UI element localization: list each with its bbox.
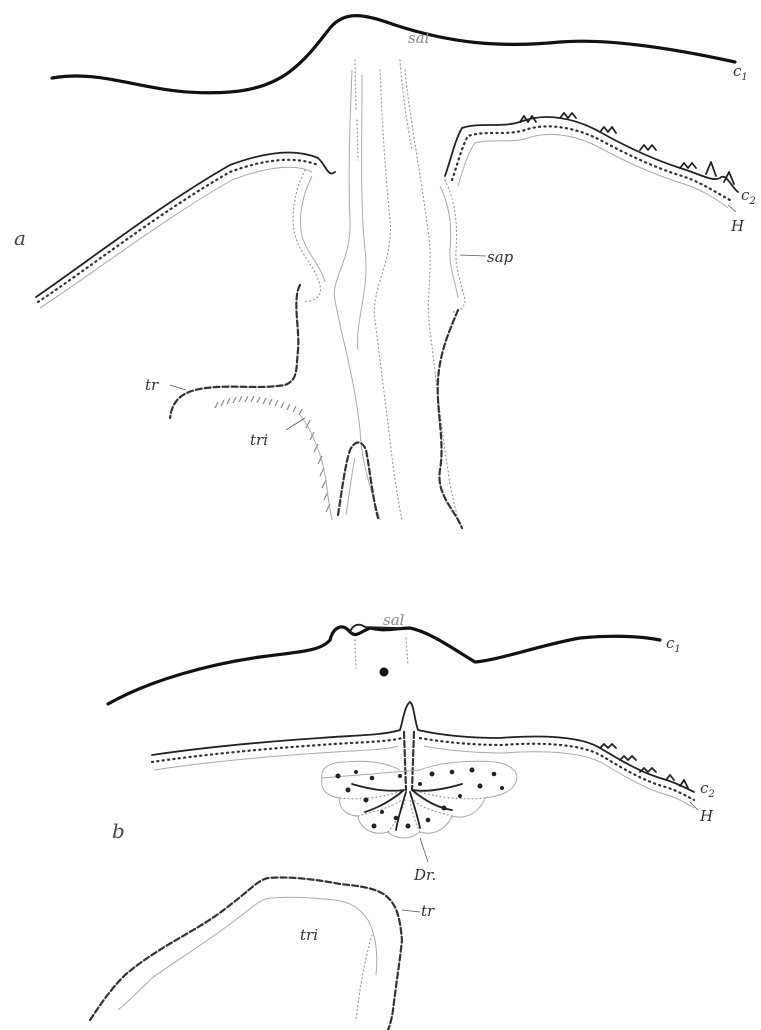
- panel-a-duct-inner-line: [358, 75, 366, 350]
- panel-b-cuticle-c2: [152, 702, 694, 792]
- panel-a-duct-center: [374, 70, 402, 520]
- panel-b-dot: [380, 668, 389, 677]
- panel-b-cuticle-c1: [108, 627, 660, 704]
- panel-a-leader-tri: [286, 418, 305, 430]
- panel-b-trachea-inner-wall: [118, 897, 377, 1010]
- panel-a: a sal c1 c2 H sap tr tri: [14, 16, 756, 528]
- panel-b-label-sal: sal: [383, 611, 405, 629]
- panel-b-label-c2: c2: [700, 779, 715, 800]
- panel-a-inner-layer-left: [40, 167, 312, 308]
- panel-b-gland-nuclei: [336, 768, 505, 829]
- panel-a-leader-h: [728, 205, 736, 212]
- panel-a-cuticle-c2-right: [445, 117, 738, 192]
- panel-a-label: a: [14, 226, 26, 250]
- panel-b-label-tri: tri: [300, 926, 318, 944]
- panel-a-tri-hatching-lower: [306, 420, 330, 512]
- panel-a-duct-right-wall: [405, 70, 458, 520]
- panel-a-sap-pocket-left: [293, 170, 320, 302]
- panel-a-tri-line: [300, 415, 332, 520]
- panel-a-trachea-right: [438, 310, 462, 528]
- panel-a-cuticle-c2-left: [36, 152, 335, 297]
- panel-b-sal-lines: [355, 638, 408, 668]
- panel-a-label-sap: sap: [487, 248, 514, 266]
- panel-b-trachea-outer: [90, 877, 402, 1030]
- panel-a-leader-tr: [170, 385, 186, 390]
- panel-a-label-sal: sal: [408, 29, 430, 47]
- panel-a-sap-pocket-right-inner: [440, 186, 458, 298]
- panel-b-tri-line: [356, 935, 372, 1020]
- panel-a-tri-hatching: [215, 396, 302, 415]
- panel-a-cuticle-c1: [52, 16, 735, 93]
- panel-b-leader-dr: [420, 838, 428, 862]
- panel-b-cuticle-teeth: [600, 744, 688, 788]
- panel-a-leader-sap: [460, 255, 486, 256]
- panel-a-cuticle-teeth: [520, 113, 734, 184]
- panel-b-label-dr: Dr.: [413, 866, 436, 884]
- panel-a-trachea-bottom-loop: [338, 443, 378, 519]
- panel-a-sap-pocket-right: [445, 180, 465, 312]
- panel-a-label-c2: c2: [741, 186, 756, 207]
- panel-a-sal-line-right: [400, 60, 412, 150]
- panel-a-label-h: H: [730, 217, 745, 235]
- panel-a-sap-pocket-left-inner: [300, 176, 325, 282]
- panel-a-sal-line-left: [355, 60, 358, 160]
- panel-b-leader-tr: [402, 910, 420, 912]
- panel-a-label-tr: tr: [145, 376, 159, 394]
- panel-b-gland-duct: [404, 732, 414, 790]
- panel-b: b sal c1 c2 H Dr. tr tri: [90, 611, 715, 1030]
- panel-b-label: b: [112, 819, 125, 843]
- panel-a-hypodermis-right: [452, 126, 730, 200]
- panel-b-label-c1: c1: [666, 634, 681, 655]
- panel-a-label-tri: tri: [250, 431, 268, 449]
- panel-b-label-tr: tr: [421, 902, 435, 920]
- panel-a-label-c1: c1: [733, 62, 748, 83]
- panel-b-label-h: H: [699, 807, 714, 825]
- panel-a-trachea-bottom-inner: [346, 458, 355, 515]
